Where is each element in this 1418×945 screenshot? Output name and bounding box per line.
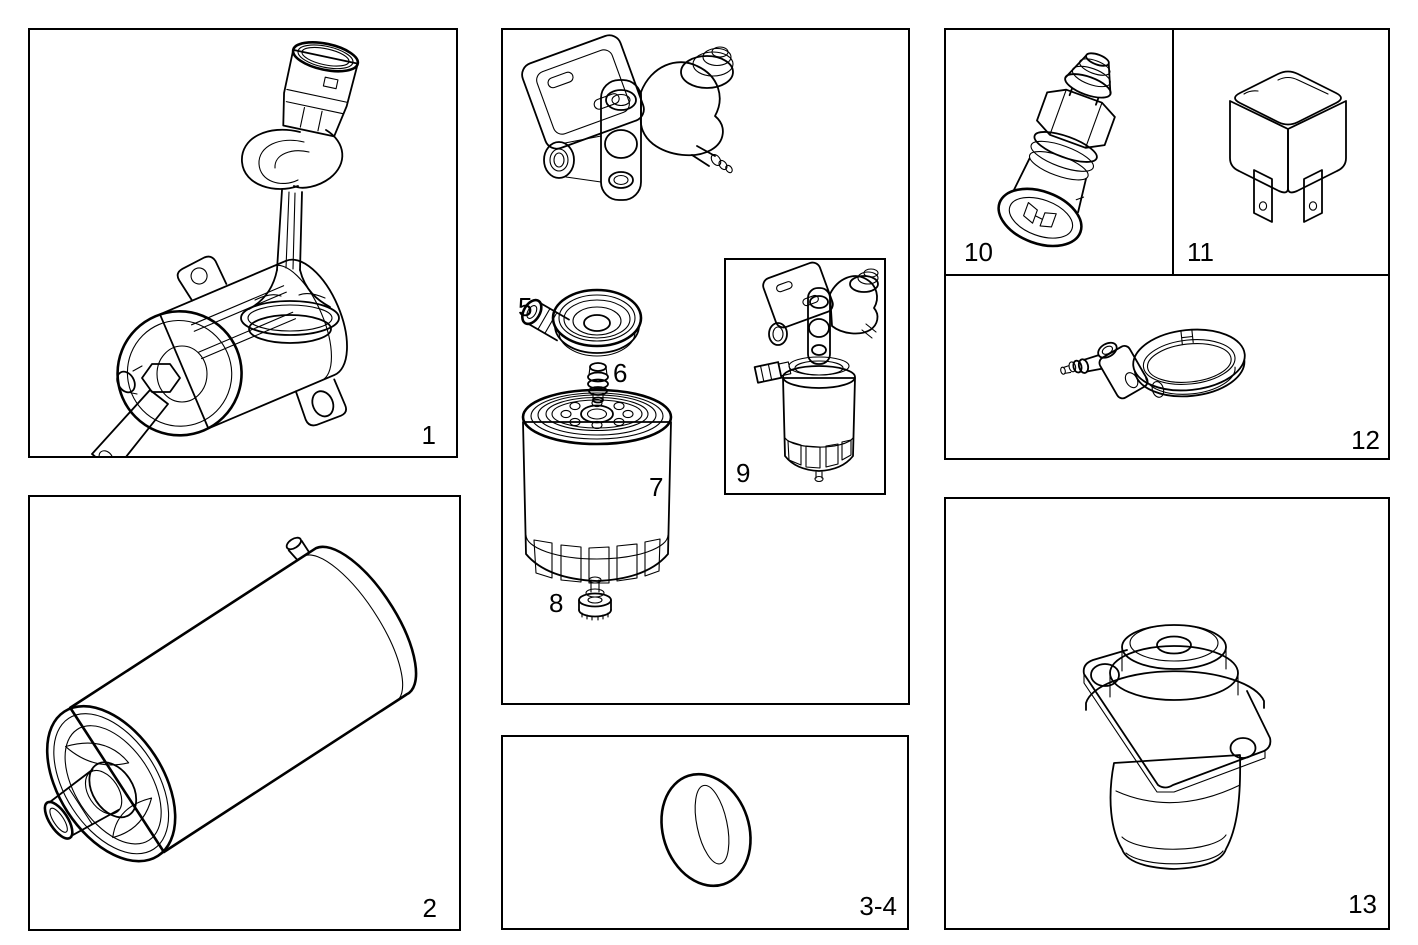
panel-filter-group: 9 5 6 7 8 bbox=[501, 28, 910, 705]
part-number-label-13: 13 bbox=[1348, 889, 1377, 919]
pressure-switch-drawing bbox=[997, 52, 1116, 248]
part-number-label-8: 8 bbox=[549, 588, 564, 618]
filter-group-drawing bbox=[521, 34, 734, 621]
drain-plug-drawing bbox=[578, 576, 612, 621]
seal-ring-drawing bbox=[660, 772, 752, 888]
panel-part-9: 9 bbox=[724, 258, 886, 495]
part-number-label-3-4: 3-4 bbox=[859, 891, 897, 921]
fuel-solenoid-drawing bbox=[91, 41, 360, 456]
panel-part-11: 11 bbox=[1172, 28, 1390, 276]
part-number-label-5: 5 bbox=[518, 292, 533, 322]
part-number-label-1: 1 bbox=[421, 420, 436, 450]
adapter-ring-drawing bbox=[521, 288, 643, 357]
relay-drawing bbox=[1229, 70, 1347, 223]
part-number-label-10: 10 bbox=[964, 237, 993, 267]
part-number-label-6: 6 bbox=[613, 358, 628, 388]
clamp-ring-drawing bbox=[1060, 328, 1246, 400]
part-number-label-9: 9 bbox=[736, 458, 751, 488]
part-number-label-7: 7 bbox=[649, 472, 664, 502]
panel-part-13: 13 bbox=[944, 497, 1390, 930]
filter-cartridge-drawing bbox=[521, 388, 673, 584]
panel-part-12: 12 bbox=[944, 274, 1390, 460]
canister-drawing bbox=[43, 536, 418, 863]
panel-part-2: 2 bbox=[28, 495, 461, 931]
panel-part-3-4: 3-4 bbox=[501, 735, 909, 930]
part-number-label-2: 2 bbox=[422, 893, 437, 923]
part-number-label-11: 11 bbox=[1187, 237, 1214, 267]
primer-pump-drawing bbox=[1082, 624, 1272, 870]
panel-part-10: 10 bbox=[944, 28, 1174, 276]
filter-head-drawing bbox=[521, 34, 734, 201]
bleeder-fitting-drawing bbox=[587, 362, 609, 404]
filter-assembly-drawing bbox=[753, 261, 879, 483]
part-number-label-12: 12 bbox=[1351, 425, 1380, 455]
panel-part-1: 1 bbox=[28, 28, 458, 458]
